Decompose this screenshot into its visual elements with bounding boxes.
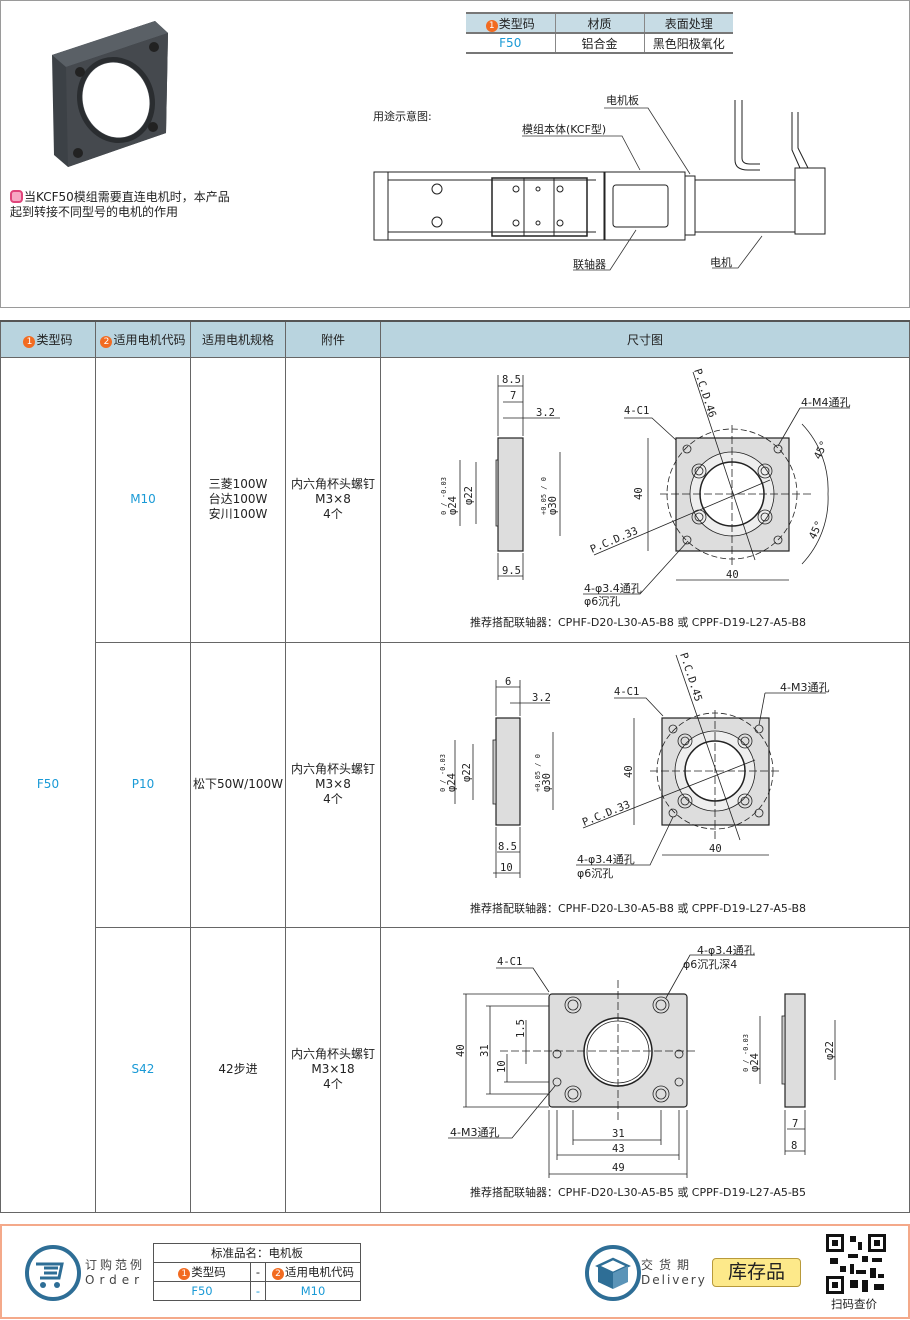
- intro-note: 当KCF50模组需要直连电机时，本产品起到转接不同型号的电机的作用: [10, 190, 230, 219]
- number-1-badge: 1: [23, 335, 36, 348]
- shopping-cart-icon: [25, 1245, 81, 1301]
- drawing-cell: [380, 926, 910, 1213]
- usage-diagram: 用途示意图: 电机板 模组本体(KCF型) 联轴器 电机: [373, 93, 826, 271]
- svg-text:电机板: 电机板: [606, 93, 639, 107]
- motor-spec-cell: 松下50W/100W: [190, 641, 286, 928]
- motor-code-cell: S42: [95, 926, 191, 1213]
- number-1-badge: 1: [178, 1268, 191, 1280]
- svg-text:模组本体(KCF型): 模组本体(KCF型): [522, 122, 606, 136]
- svg-text:用途示意图:: 用途示意图:: [373, 109, 432, 123]
- motor-code-cell: M10: [95, 356, 191, 643]
- product-photo: [52, 21, 168, 167]
- qr-code[interactable]: [826, 1234, 886, 1294]
- stock-badge: 库存品: [712, 1258, 801, 1287]
- svg-text:电机: 电机: [710, 255, 732, 269]
- circle-bullet-icon: [10, 190, 23, 203]
- number-1-badge: 1: [485, 19, 498, 32]
- motor-code-cell: P10: [95, 641, 191, 928]
- type-code-cell: F50: [0, 356, 96, 1213]
- number-2-badge: 2: [272, 1268, 284, 1280]
- drawing-cell: [380, 641, 910, 928]
- drawing-cell: [380, 356, 910, 643]
- motor-spec-cell: 42步进: [190, 926, 286, 1213]
- footer-panel: [0, 1224, 910, 1319]
- svg-text:联轴器: 联轴器: [573, 257, 606, 271]
- number-2-badge: 2: [100, 335, 113, 348]
- delivery-box-icon: [585, 1245, 641, 1301]
